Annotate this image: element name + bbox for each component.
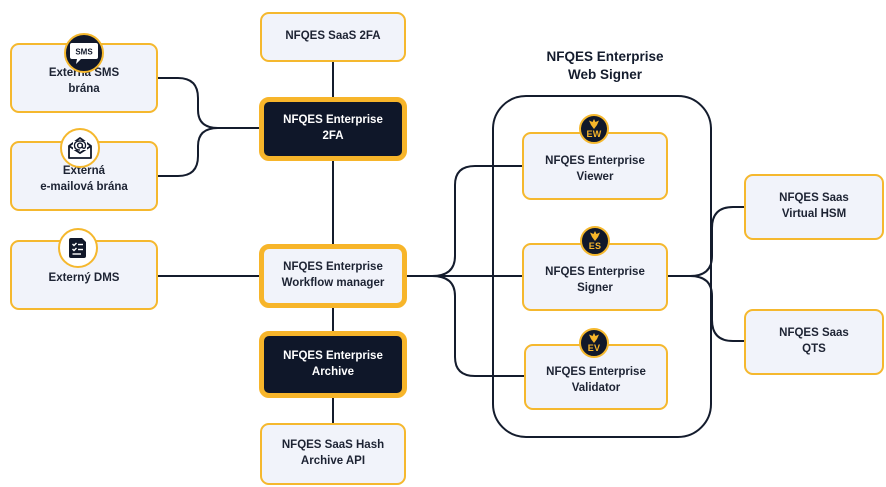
node-enterprise-archive[interactable]: NFQES Enterprise Archive: [259, 331, 407, 398]
signer-badge: ES: [580, 226, 610, 256]
eagle-logo-icon: [589, 119, 599, 129]
node-email-gateway-label: Externá e-mailová brána: [40, 165, 128, 193]
validator-badge: EV: [579, 328, 609, 358]
node-enterprise-viewer[interactable]: NFQES Enterprise Viewer: [522, 132, 668, 200]
node-enterprise-validator-label: NFQES Enterprise Validator: [546, 366, 646, 394]
eagle-logo-icon: [589, 333, 599, 343]
viewer-badge: EW: [579, 114, 609, 144]
connector-email-to-2fa: [157, 127, 219, 177]
node-saas-qts[interactable]: NFQES Saas QTS: [744, 309, 884, 375]
node-saas-hash-archive[interactable]: NFQES SaaS Hash Archive API: [260, 423, 406, 485]
web-signer-group: [492, 95, 712, 438]
connector-workflow-to-viewer: [431, 165, 523, 277]
document-check-icon: [58, 228, 98, 268]
envelope-at-icon: [60, 128, 100, 168]
sms-icon-text: SMS: [75, 48, 93, 57]
document-check-icon-glyph: [69, 238, 86, 258]
node-saas-virtual-hsm[interactable]: NFQES Saas Virtual HSM: [744, 174, 884, 240]
node-enterprise-viewer-label: NFQES Enterprise Viewer: [545, 155, 645, 183]
connector-workflow-to-validator: [431, 275, 525, 377]
viewer-badge-code: EW: [586, 129, 602, 139]
node-external-dms-label: Externý DMS: [48, 272, 120, 285]
sms-bubble-icon: SMS: [64, 33, 104, 73]
eagle-logo-icon: [590, 231, 600, 241]
node-sms-gateway-label: Externá SMS brána: [48, 67, 120, 95]
web-signer-group-title: NFQES Enterprise Web Signer: [546, 49, 664, 83]
node-email-gateway[interactable]: Externá e-mailová brána: [10, 141, 158, 211]
node-enterprise-signer-label: NFQES Enterprise Signer: [545, 266, 645, 294]
connector-sms-to-2fa: [157, 77, 261, 129]
connector-signer-to-qts: [689, 275, 745, 342]
node-saas-2fa[interactable]: NFQES SaaS 2FA: [260, 12, 406, 62]
envelope-at-icon-glyph: [68, 137, 92, 159]
validator-badge-code: EV: [587, 343, 601, 353]
signer-badge-code: ES: [588, 241, 602, 251]
node-enterprise-2fa[interactable]: NFQES Enterprise 2FA: [259, 97, 407, 161]
node-workflow-manager[interactable]: NFQES Enterprise Workflow manager: [259, 244, 407, 308]
connector-signer-to-hsm: [667, 206, 745, 277]
sms-bubble-icon-glyph: SMS: [70, 43, 98, 64]
